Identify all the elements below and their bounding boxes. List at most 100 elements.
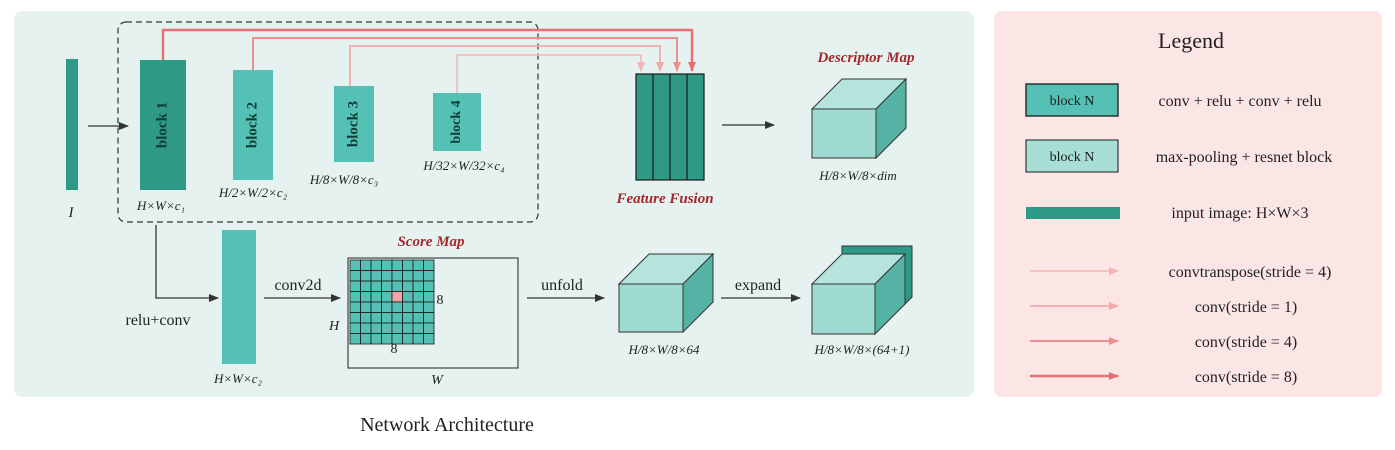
score-map-cell bbox=[349, 312, 361, 324]
score-map-cell bbox=[349, 301, 361, 313]
score-map-cell bbox=[423, 322, 435, 334]
score-map-w-label: W bbox=[431, 373, 444, 388]
score-map-grid-count-right: 8 bbox=[437, 293, 444, 308]
block-4-label: block 4 bbox=[449, 100, 464, 143]
legend-swatch-block-dark-label: block N bbox=[1050, 94, 1095, 109]
score-map-cell bbox=[370, 259, 382, 271]
score-map-cell bbox=[412, 259, 424, 271]
score-map-cell bbox=[402, 259, 414, 271]
legend-desc-maxpool-resnet: max-pooling + resnet block bbox=[1156, 149, 1333, 166]
score-map-cell bbox=[360, 333, 372, 345]
score-map-cell bbox=[423, 333, 435, 345]
score-map-cell bbox=[349, 333, 361, 345]
legend-swatch-block-dark bbox=[1025, 83, 1119, 117]
descriptor-map-cube bbox=[810, 77, 908, 160]
score-map-grid bbox=[349, 259, 435, 345]
score-map-cell bbox=[402, 333, 414, 345]
expand-cube bbox=[810, 245, 913, 336]
score-map-cell bbox=[360, 322, 372, 334]
score-map-cell bbox=[423, 312, 435, 324]
score-map-cell bbox=[370, 322, 382, 334]
score-map-h-label: H bbox=[328, 319, 340, 334]
score-map-cell bbox=[391, 259, 403, 271]
score-map-cell bbox=[360, 259, 372, 271]
score-map-cell bbox=[381, 259, 393, 271]
score-map-cell bbox=[402, 280, 414, 292]
legend-title: Legend bbox=[1158, 28, 1224, 53]
score-map-cell bbox=[412, 291, 424, 303]
score-map-cell bbox=[370, 291, 382, 303]
block-4-dim: H/32×W/32×c₄ bbox=[422, 158, 505, 173]
relu-conv-output bbox=[222, 230, 256, 364]
figure-caption: Network Architecture bbox=[360, 414, 534, 436]
score-map-cell bbox=[412, 270, 424, 282]
conv2d-label: conv2d bbox=[274, 277, 321, 294]
legend-swatch-block-light bbox=[1025, 139, 1119, 173]
score-map-cell bbox=[423, 259, 435, 271]
unfold-label: unfold bbox=[541, 277, 583, 294]
score-map-cell bbox=[412, 322, 424, 334]
legend-desc-conv-relu: conv + relu + conv + relu bbox=[1158, 93, 1321, 110]
block-3-label: block 3 bbox=[345, 101, 361, 147]
score-map-cell bbox=[402, 270, 414, 282]
score-map-cell bbox=[381, 301, 393, 313]
block-1-dim: H×W×c₁ bbox=[136, 198, 185, 213]
relu-conv-dim: H×W×c₂ bbox=[213, 371, 263, 386]
score-map-cell bbox=[370, 280, 382, 292]
score-map-cell bbox=[381, 280, 393, 292]
score-map-cell bbox=[349, 270, 361, 282]
encoder-group-box bbox=[117, 21, 539, 223]
score-map-cell bbox=[391, 270, 403, 282]
score-map-cell bbox=[391, 280, 403, 292]
score-map-cell bbox=[381, 312, 393, 324]
block-2-label: block 2 bbox=[244, 102, 260, 148]
expand-label: expand bbox=[735, 277, 781, 294]
skip-arrow-block-2 bbox=[252, 37, 681, 72]
score-map-cell bbox=[402, 322, 414, 334]
skip-arrow-block-1 bbox=[161, 28, 696, 72]
legend-swatch-block-light-label: block N bbox=[1050, 150, 1095, 165]
score-map-cell bbox=[370, 333, 382, 345]
score-map-cell bbox=[381, 322, 393, 334]
block-1-label: block 1 bbox=[154, 102, 170, 148]
legend-swatch-input-image bbox=[1026, 207, 1120, 219]
block-2 bbox=[233, 70, 273, 180]
score-map-cell bbox=[402, 301, 414, 313]
score-map-cell bbox=[370, 301, 382, 313]
input-image-bar bbox=[66, 59, 78, 190]
score-map-cell bbox=[381, 291, 393, 303]
score-map-cell bbox=[360, 291, 372, 303]
legend-desc-conv-stride8: conv(stride = 8) bbox=[1195, 369, 1297, 386]
score-map-cell bbox=[423, 291, 435, 303]
block-3-dim: H/8×W/8×c₃ bbox=[309, 172, 378, 187]
score-map-cell bbox=[349, 322, 361, 334]
feature-fusion-stack bbox=[635, 73, 705, 181]
score-map-highlight-cell bbox=[391, 291, 403, 303]
score-map-cell bbox=[349, 280, 361, 292]
descriptor-map-dim: H/8×W/8×dim bbox=[818, 168, 897, 183]
score-map-cell bbox=[349, 259, 361, 271]
score-map-cell bbox=[402, 291, 414, 303]
block-4 bbox=[433, 93, 481, 151]
legend-desc-convtranspose: convtranspose(stride = 4) bbox=[1169, 264, 1332, 281]
score-map-cell bbox=[412, 333, 424, 345]
block-2-dim: H/2×W/2×c₂ bbox=[218, 185, 288, 200]
score-map-cell bbox=[391, 312, 403, 324]
score-map-cell bbox=[360, 280, 372, 292]
legend-desc-conv-stride1: conv(stride = 1) bbox=[1195, 299, 1297, 316]
score-map-cell bbox=[349, 291, 361, 303]
block-1 bbox=[140, 60, 186, 190]
legend-panel bbox=[994, 11, 1382, 397]
score-map-cell bbox=[360, 270, 372, 282]
score-map-cell bbox=[381, 270, 393, 282]
unfold-cube bbox=[617, 252, 715, 334]
score-map-cell bbox=[370, 270, 382, 282]
legend-desc-conv-stride4: conv(stride = 4) bbox=[1195, 334, 1297, 351]
score-map-cell bbox=[370, 312, 382, 324]
relu-conv-label: relu+conv bbox=[126, 312, 191, 329]
score-map-title: Score Map bbox=[397, 234, 465, 250]
expand-dim: H/8×W/8×(64+1) bbox=[814, 342, 910, 357]
score-map-cell bbox=[391, 322, 403, 334]
legend-desc-input-image: input image: H×W×3 bbox=[1171, 205, 1308, 222]
unfold-dim: H/8×W/8×64 bbox=[628, 342, 700, 357]
